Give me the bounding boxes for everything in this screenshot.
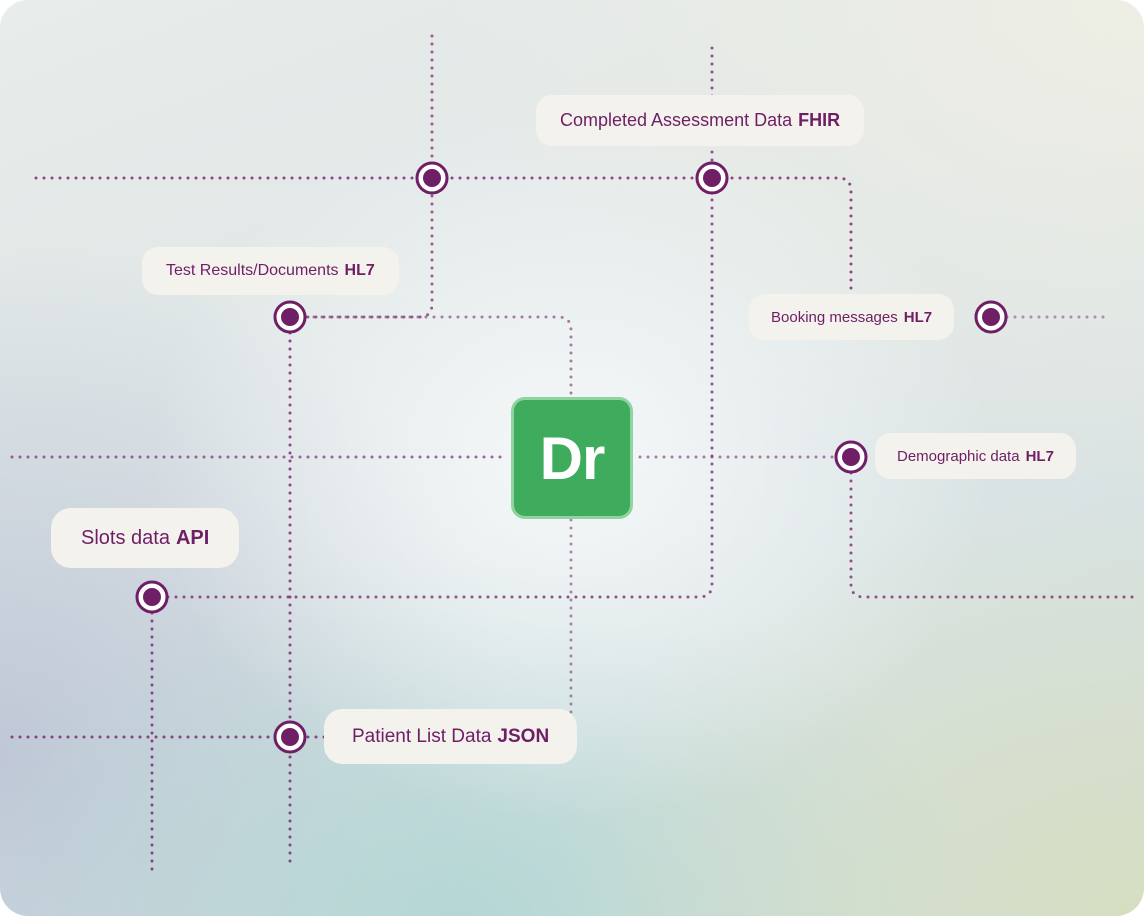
- label-text: Slots data: [81, 526, 170, 549]
- label-text: Booking messages: [771, 308, 898, 326]
- label-text: Test Results/Documents: [166, 262, 339, 279]
- label-text: Demographic data: [897, 447, 1020, 465]
- line-test-results-center: [288, 315, 573, 402]
- node-slots: [135, 580, 169, 614]
- label-slots: Slots data API: [51, 508, 240, 568]
- line-center-down: [556, 518, 573, 737]
- label-format: HL7: [1025, 447, 1054, 465]
- line-vertical-712: [150, 46, 714, 599]
- label-patient-list: Patient List Data JSON: [324, 709, 578, 764]
- label-format: FHIR: [798, 110, 841, 130]
- label-format: API: [175, 526, 210, 549]
- dr-logo: Dr: [511, 397, 633, 519]
- node-top-left: [415, 161, 449, 195]
- node-test-results: [273, 300, 307, 334]
- node-demographic: [834, 440, 868, 474]
- logo-text: Dr: [539, 424, 606, 492]
- label-test-results: Test Results/Documents HL7: [142, 247, 399, 295]
- label-format: HL7: [903, 308, 933, 326]
- node-booking: [974, 300, 1008, 334]
- label-demographic: Demographic data HL7: [875, 433, 1076, 479]
- label-text: Patient List Data: [352, 725, 492, 747]
- node-patient-list: [273, 720, 307, 754]
- label-format: HL7: [344, 262, 375, 279]
- nodes: [135, 161, 1008, 754]
- label-booking-messages: Booking messages HL7: [749, 294, 955, 340]
- label-format: JSON: [497, 725, 550, 747]
- label-text: Completed Assessment Data: [560, 110, 793, 130]
- line-demographic-branch: [849, 455, 1142, 599]
- node-top-right: [695, 161, 729, 195]
- line-top-horizontal: [34, 176, 853, 307]
- label-completed-assessment: Completed Assessment Data FHIR: [536, 95, 865, 146]
